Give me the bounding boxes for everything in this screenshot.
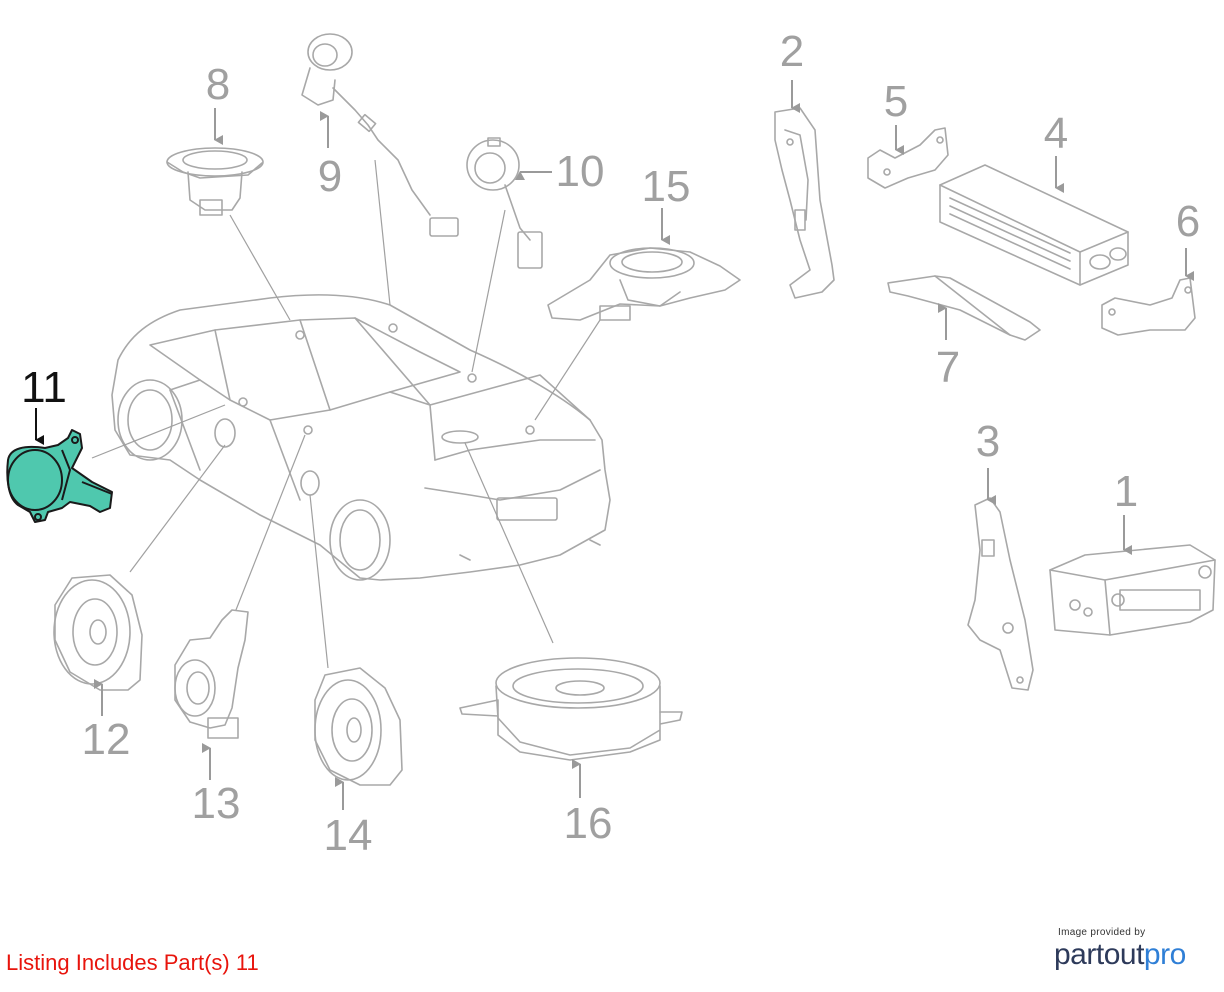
- part-4-amplifier: [939, 164, 1129, 286]
- part-13-tweeter-bracket: [174, 609, 249, 739]
- part-11-tweeter-highlighted[interactable]: [6, 429, 113, 523]
- part-10-tweeter: [466, 137, 543, 269]
- leader-lines: [91, 159, 601, 669]
- callout-6[interactable]: 6: [1176, 197, 1200, 246]
- part-1-head-unit: [1049, 544, 1216, 636]
- part-14-door-speaker: [314, 667, 403, 786]
- brand-part2: pro: [1143, 938, 1186, 971]
- callout-7[interactable]: 7: [936, 343, 960, 392]
- callout-8[interactable]: 8: [206, 60, 230, 109]
- callout-3[interactable]: 3: [976, 417, 1000, 466]
- callout-11[interactable]: 11: [21, 363, 67, 412]
- callout-10[interactable]: 10: [556, 147, 605, 196]
- image-credit-text: Image provided by: [1058, 927, 1146, 938]
- callout-9[interactable]: 9: [318, 152, 342, 201]
- callout-labels: 11 8 9 10 15 2 5 4 6 7 3 1 12 13 14 16: [21, 27, 1200, 860]
- callout-12[interactable]: 12: [82, 715, 131, 764]
- callout-4[interactable]: 4: [1044, 109, 1068, 158]
- callout-15[interactable]: 15: [642, 162, 691, 211]
- callout-arrows: [35, 80, 1194, 810]
- callout-16[interactable]: 16: [564, 799, 613, 848]
- callout-1[interactable]: 1: [1114, 467, 1138, 516]
- part-6-bracket: [1101, 277, 1196, 336]
- part-16-subwoofer: [459, 657, 683, 761]
- part-15-rear-speaker: [547, 247, 741, 321]
- callout-5[interactable]: 5: [884, 77, 908, 126]
- part-7-bracket: [887, 275, 1041, 341]
- callout-2[interactable]: 2: [780, 27, 804, 76]
- callout-14[interactable]: 14: [324, 811, 373, 860]
- part-2-bracket: [774, 107, 835, 299]
- callout-13[interactable]: 13: [192, 779, 241, 828]
- brand-part1: partout: [1054, 938, 1144, 971]
- part-12-door-speaker: [53, 574, 143, 691]
- part-5-bracket: [867, 127, 949, 189]
- part-3-bracket: [967, 497, 1034, 691]
- listing-includes-text: Listing Includes Part(s) 11: [6, 950, 259, 975]
- partoutpro-logo: partoutpro: [1054, 938, 1186, 972]
- car-body-illustration: [111, 294, 611, 581]
- part-9-tweeter-harness: [301, 33, 459, 237]
- part-8-speaker: [166, 147, 264, 216]
